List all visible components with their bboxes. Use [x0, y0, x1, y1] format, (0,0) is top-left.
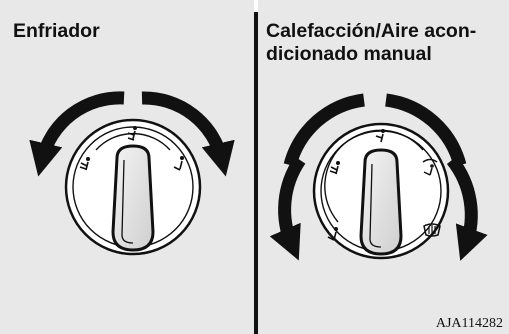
upper-left-arc: [283, 93, 365, 167]
heater-ac-title: Calefacción/Aire acon- dicionado manual: [266, 20, 477, 65]
vent-face-icon: [79, 157, 90, 171]
rotate-left-arrow: [29, 91, 125, 177]
heater-ac-knob: [269, 93, 488, 261]
panel-divider: [254, 12, 258, 334]
vent-feet-icon: [173, 156, 184, 171]
upper-right-arc: [385, 93, 467, 167]
windshield-defrost-icon: [423, 223, 441, 237]
detent-arc: [95, 133, 171, 151]
vent-feet-defrost-icon: [422, 158, 438, 176]
rotate-right-arrow: [141, 91, 235, 177]
cooler-knob: [29, 91, 235, 256]
vent-feet-icon: [327, 227, 338, 241]
vent-face-icon: [375, 129, 385, 143]
cooler-title: Enfriador: [13, 20, 100, 42]
knob-pointer-handle: [359, 148, 403, 256]
vent-face-feet-icon: [127, 126, 137, 141]
knob-pointer-handle: [111, 144, 155, 252]
detent-arc: [324, 129, 424, 223]
figure-code: AJA114282: [435, 316, 503, 331]
rotate-left-arrow: [269, 156, 306, 261]
vent-face-feet-icon: [329, 161, 340, 175]
rotate-right-arrow: [446, 155, 488, 261]
